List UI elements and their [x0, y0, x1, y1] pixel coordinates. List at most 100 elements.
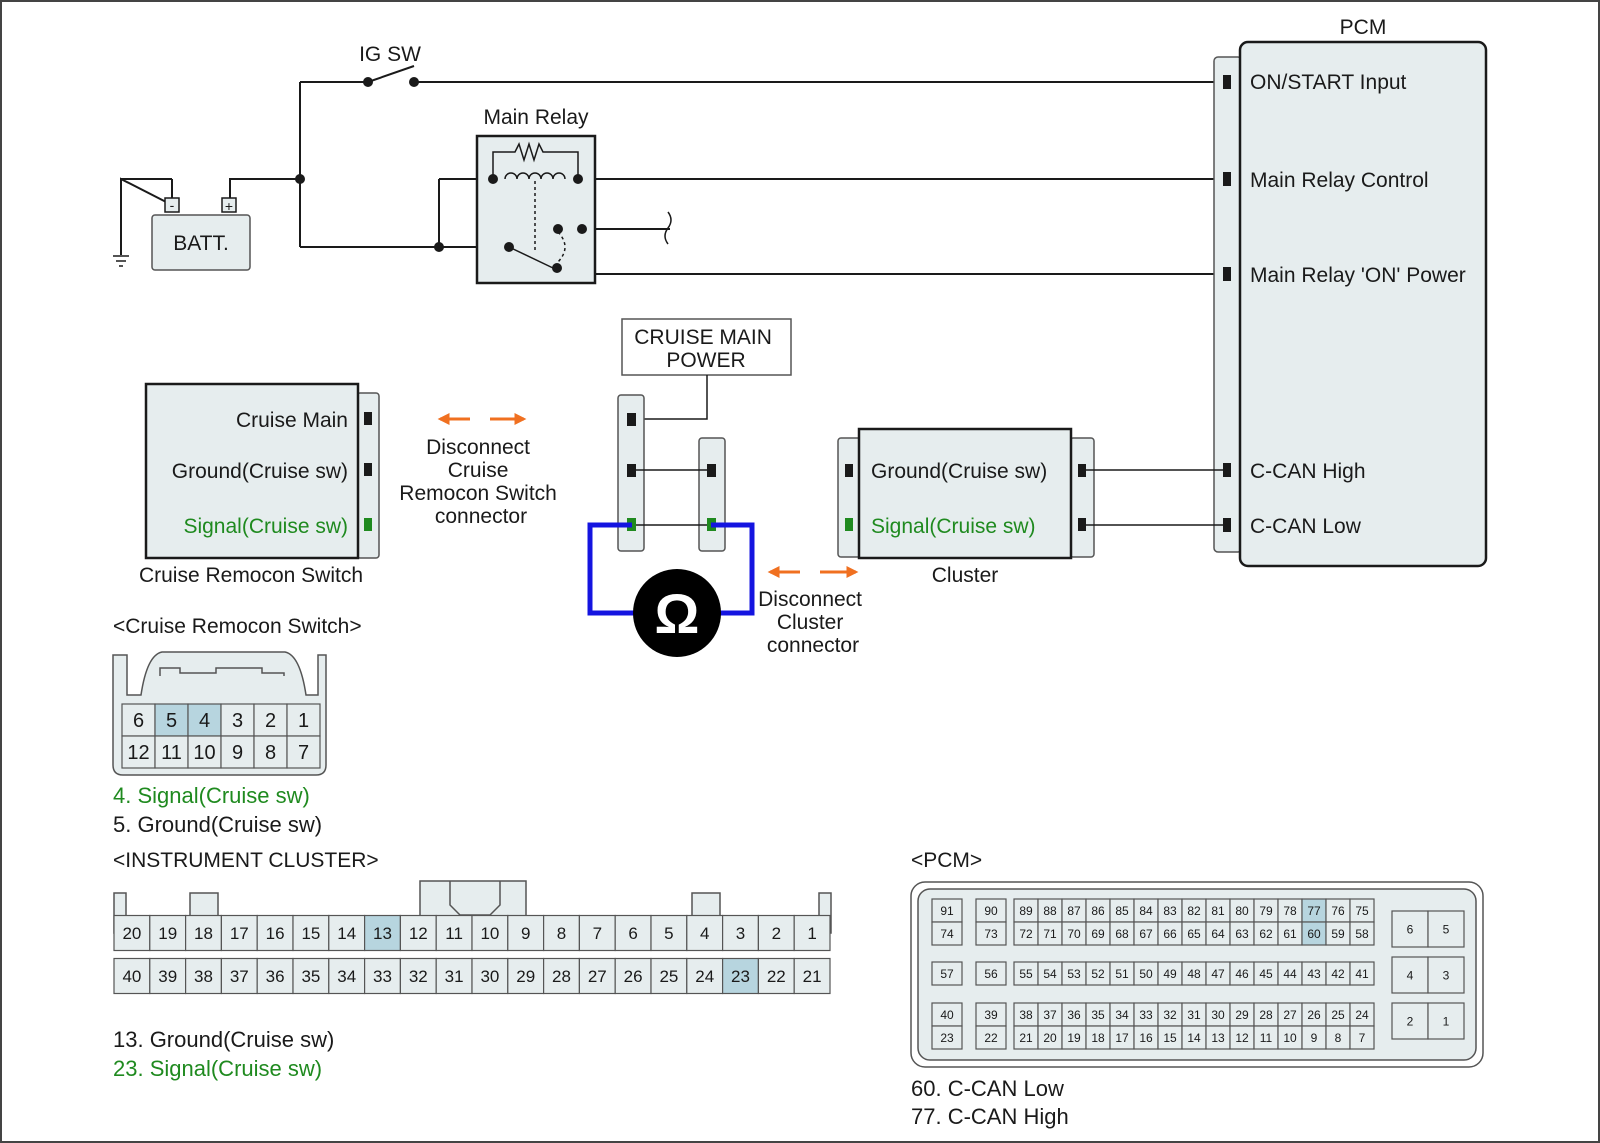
connector-pin: 6: [121, 703, 156, 737]
connector-pin: 20: [113, 914, 151, 952]
pin-number: 67: [1139, 927, 1153, 941]
pin-number: 85: [1115, 904, 1129, 918]
connector-pin: 8: [1325, 1025, 1351, 1050]
connector-pin: 60: [1301, 921, 1327, 946]
connector-pin: 18: [185, 914, 223, 952]
pin-number: 12: [127, 742, 149, 764]
pin-number: 23: [940, 1031, 954, 1045]
pin-number: 76: [1331, 904, 1345, 918]
connector-pin: 10: [471, 914, 509, 952]
pin-number: 88: [1043, 904, 1057, 918]
connector-pin: 23: [721, 957, 759, 995]
connector-pin: 9: [1301, 1025, 1327, 1050]
connector-pin: 17: [220, 914, 258, 952]
connector-pin: 22: [757, 957, 795, 995]
pin-note: 5. Ground(Cruise sw): [113, 812, 322, 837]
connector-pin: 28: [1253, 1002, 1279, 1027]
pin-note: 60. C-CAN Low: [911, 1076, 1064, 1101]
connector-pin: 57: [931, 961, 963, 986]
pin-number: 83: [1163, 904, 1177, 918]
connector-pin: 10: [187, 735, 222, 769]
connector-pin: 13: [1205, 1025, 1231, 1050]
connector-pin: 10: [1277, 1025, 1303, 1050]
pin-number: 19: [1067, 1031, 1081, 1045]
pin-number: 13: [373, 924, 392, 943]
connector-pin: 25: [650, 957, 688, 995]
connector-pin: 4: [187, 703, 222, 737]
connector-pin: 76: [1325, 898, 1351, 923]
pin-number: 5: [166, 710, 177, 732]
connector-pin: 3: [220, 703, 255, 737]
connector-pin: 33: [1133, 1002, 1159, 1027]
remocon-terminal-signal: Signal(Cruise sw): [183, 515, 348, 538]
pcm-terminal-relay-on-power: Main Relay 'ON' Power: [1250, 264, 1466, 287]
cluster-connector-title: <INSTRUMENT CLUSTER>: [113, 849, 379, 872]
connector-pin: 69: [1085, 921, 1111, 946]
pin-number: 47: [1211, 967, 1225, 981]
pin-number: 5: [1443, 922, 1450, 936]
connector-pin: 84: [1133, 898, 1159, 923]
pin-number: 29: [516, 967, 535, 986]
pin-number: 8: [557, 924, 566, 943]
pin-number: 12: [1235, 1031, 1249, 1045]
connector-pin: 53: [1061, 961, 1087, 986]
connector-pin: 58: [1349, 921, 1375, 946]
pin-number: 10: [1283, 1031, 1297, 1045]
connector-pin: 21: [793, 957, 831, 995]
cluster-terminal-signal: Signal(Cruise sw): [871, 515, 1036, 538]
connector-pin: 73: [975, 921, 1007, 946]
connector-pin: 11: [435, 914, 473, 952]
pin-number: 11: [161, 742, 182, 764]
pin-number: 2: [772, 924, 781, 943]
connector-pin: 26: [614, 957, 652, 995]
pin-number: 11: [1260, 1031, 1273, 1045]
pin-number: 35: [1091, 1008, 1105, 1022]
pin-number: 9: [232, 742, 243, 764]
connector-pin: 32: [399, 957, 437, 995]
connector-pin: 18: [1085, 1025, 1111, 1050]
cluster-caption: Cluster: [932, 564, 999, 587]
connector-pin: 44: [1277, 961, 1303, 986]
connector-pin: 11: [154, 735, 189, 769]
connector-pin: 4: [686, 914, 724, 952]
connector-pin: 34: [1109, 1002, 1135, 1027]
connector-pin: 3: [721, 914, 759, 952]
pcm-terminal-on-start: ON/START Input: [1250, 71, 1407, 94]
pin-number: 72: [1019, 927, 1033, 941]
cluster-terminal-ground: Ground(Cruise sw): [871, 460, 1047, 483]
pin-number: 77: [1307, 904, 1321, 918]
pin-number: 55: [1019, 967, 1033, 981]
pin-number: 11: [445, 924, 463, 943]
connector-pin: 7: [286, 735, 321, 769]
connector-pin: 34: [328, 957, 366, 995]
pin-number: 2: [265, 710, 276, 732]
connector-pin: 25: [1325, 1002, 1351, 1027]
connector-pin: 7: [578, 914, 616, 952]
connector-pin: 15: [1157, 1025, 1183, 1050]
remocon-connector-notes: 4. Signal(Cruise sw)5. Ground(Cruise sw): [113, 783, 322, 837]
connector-pin: 13: [364, 914, 402, 952]
pin-number: 42: [1331, 967, 1345, 981]
pin-number: 1: [298, 710, 309, 732]
pin-number: 18: [1091, 1031, 1105, 1045]
pin-number: 26: [624, 967, 643, 986]
ohm-icon: Ω: [655, 582, 700, 645]
pcm-connector-title: <PCM>: [911, 849, 982, 872]
pin-number: 37: [1043, 1008, 1057, 1022]
connector-pin: 17: [1109, 1025, 1135, 1050]
pin-number: 22: [767, 967, 786, 986]
pin-number: 73: [984, 927, 998, 941]
connector-pin: 47: [1205, 961, 1231, 986]
connector-pin: 81: [1205, 898, 1231, 923]
pin-number: 80: [1235, 904, 1249, 918]
pin-number: 10: [480, 924, 499, 943]
pcm-terminal-ccan-high: C-CAN High: [1250, 460, 1366, 483]
pin-number: 84: [1139, 904, 1153, 918]
cluster-connector-notes: 13. Ground(Cruise sw)23. Signal(Cruise s…: [113, 1027, 334, 1081]
pin-number: 51: [1115, 967, 1129, 981]
connector-pin: 56: [975, 961, 1007, 986]
connector-pin: 30: [471, 957, 509, 995]
connector-pin: 2: [1391, 1002, 1429, 1040]
